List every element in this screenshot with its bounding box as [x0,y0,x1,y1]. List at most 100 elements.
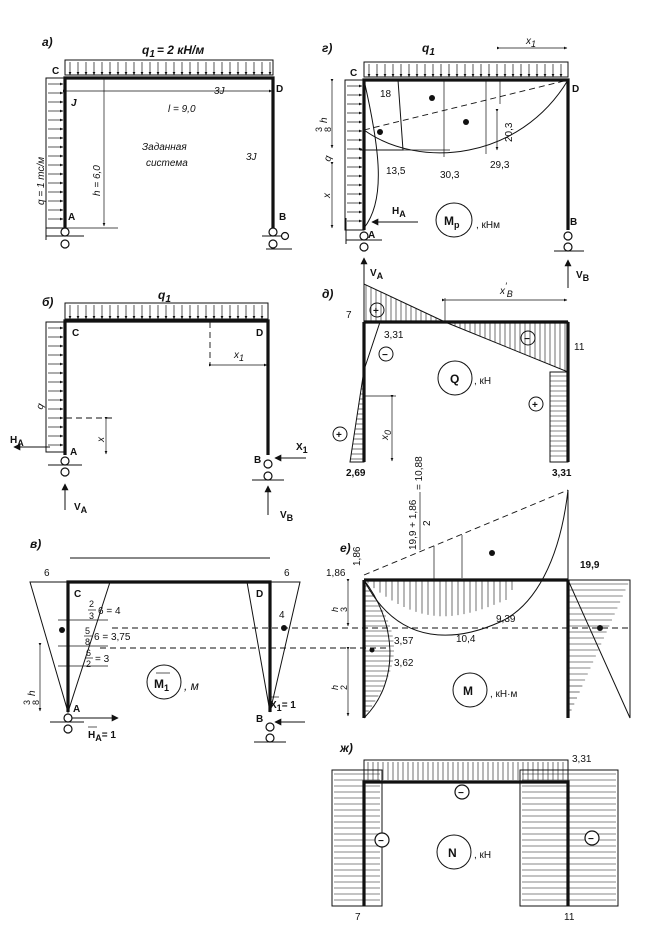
panel-zh-value-3-31: 3,31 [572,754,592,765]
panel-a-letter: а) [42,35,53,49]
panel-d-right-col-area [549,371,569,463]
panel-e-value-3-62: 3,62 [394,658,414,669]
svg-text:8: 8 [31,700,41,705]
panel-zh-frame-axes [362,780,570,906]
panel-g-centroid-1 [377,129,383,135]
panel-d-value-7: 7 [346,310,352,321]
panel-b-reaction-va-label: VA [74,502,88,515]
panel-e-h2-label: h 2 [330,685,349,690]
panel-zh-n-symbol-circle [436,834,472,870]
panel-b-node-d: D [256,328,263,339]
panel-zh-left-column-area [331,769,383,907]
panel-d-hatch-right-column [550,375,568,457]
panel-e-m-symbol-circle [452,672,488,708]
panel-b-primary-system: б) q1 C D A B x1 x q HA VA VB X1 [10,288,308,523]
panel-g-value-29-3: 29,3 [490,160,510,171]
panel-g-centroid-3 [463,119,469,125]
panel-e-centroid-left [369,647,375,653]
svg-text:6 = 3,75: 6 = 3,75 [94,632,131,643]
panel-d-x0-label: x0 [380,430,393,441]
panel-v-value-6-right: 6 [284,568,290,579]
panel-zh-hatch-beam [367,762,564,780]
svg-text:5: 5 [85,626,90,636]
panel-e-closing-line [363,489,569,576]
panel-d-sign-minus-left: − [378,346,394,362]
svg-text:3: 3 [89,611,94,621]
svg-text:6: 6 [86,648,91,658]
svg-text:2: 2 [339,685,349,690]
panel-g-value-13-5: 13,5 [386,166,406,177]
panel-g-support-a [345,218,382,252]
panel-g-column-curve [363,79,379,229]
panel-a-span-label: l = 9,0 [168,104,196,115]
svg-text:8: 8 [323,127,333,132]
panel-a-load-arrows-top [68,62,272,76]
panel-v-frame [66,580,272,712]
panel-v-left-epure [29,581,111,714]
panel-e-m-unit: , кН·м [490,689,517,700]
panel-v-unit-moment-diagram: в) 6 6 C D A B 2 3 6 = 4 5 8 6 = 3,75 6 … [22,537,305,743]
panel-d-letter: д) [322,287,333,301]
panel-e-value-9-39: 9,39 [496,614,516,625]
panel-g-reaction-vb-label: VB [576,270,590,283]
svg-text:2: 2 [89,599,94,609]
panel-e-letter: е) [340,541,351,555]
panel-b-distributed-load-top [64,302,269,320]
panel-zh-value-11: 11 [564,912,575,923]
svg-text:= 3: = 3 [95,654,110,665]
panel-zh-sign-minus-left: − [374,832,390,848]
panel-e-h3-label: h 3 [330,607,349,612]
panel-g-node-c: C [350,68,357,79]
panel-g-load-moment-diagram: г) q1 x1 C D A B 18 13,5 30,3 29,3 20,3 [314,36,590,288]
panel-v-3-8h-label: 3 8 h [22,690,41,705]
panel-e-m-label: M [463,684,473,698]
panel-a-stiffness-j: J [71,98,77,109]
panel-zh-normal-force-diagram: ж) 3,31 7 11 − − − N , кН [331,741,619,923]
svg-text:h: h [330,685,340,690]
panel-b-q-label: q [34,402,46,411]
panel-a-support-b [262,227,292,250]
panel-d-shear-diagram: д) x′B x0 7 3,31 11 2,69 3,31 + − − + + [322,281,585,479]
panel-b-support-a [48,456,82,477]
panel-g-distributed-load-top [363,61,569,78]
panel-e-beam-parabola [363,489,569,636]
panel-d-left-col-negative [363,321,381,371]
panel-d-value-3-31-top: 3,31 [384,330,404,341]
panel-v-centroid-left [59,627,65,633]
panel-g-node-a: A [368,230,375,241]
panel-g-reaction-ha-label: HA [392,206,406,219]
panel-b-letter: б) [42,295,53,309]
panel-g-q-label: q [322,154,334,163]
panel-g-letter: г) [322,41,332,55]
panel-g-value-18: 18 [380,89,392,100]
panel-b-x1-label: x1 [233,350,244,363]
panel-e-left-column-curve [363,579,391,719]
panel-v-right-epure [246,581,301,713]
panel-zh-hatch-left-column [334,773,380,901]
panel-g-load-arrows-left [347,84,363,223]
panel-e-value-19-9: 19,9 [580,560,600,571]
panel-a-left-load-label: q = 1 тс/м [36,157,47,205]
panel-d-value-11: 11 [574,342,585,353]
svg-text:+: + [532,400,538,411]
panel-g-node-b: B [570,217,577,228]
panel-d-q-symbol-circle [437,360,473,396]
panel-g-support-b [554,231,584,252]
panel-e-centroid-top [489,550,495,556]
panel-g-value-20-3: 20,3 [504,122,515,142]
panel-b-reaction-vb-label: VB [280,510,294,523]
svg-text:h: h [319,117,330,123]
panel-d-value-2-69: 2,69 [346,468,366,479]
panel-g-beam-closing-line [363,79,569,131]
panel-e-right-column-epure [567,579,631,719]
panel-g-centroid-2 [429,95,435,101]
panel-g-frame [362,78,570,230]
panel-v-support-a [50,713,84,734]
panel-a-node-d: D [276,84,283,95]
svg-text:−: − [524,334,530,345]
svg-text:−: − [458,788,464,799]
panel-zh-beam-area [363,759,569,783]
panel-a-load-arrows-left [48,82,64,221]
panel-d-q-unit: , кН [474,376,491,387]
